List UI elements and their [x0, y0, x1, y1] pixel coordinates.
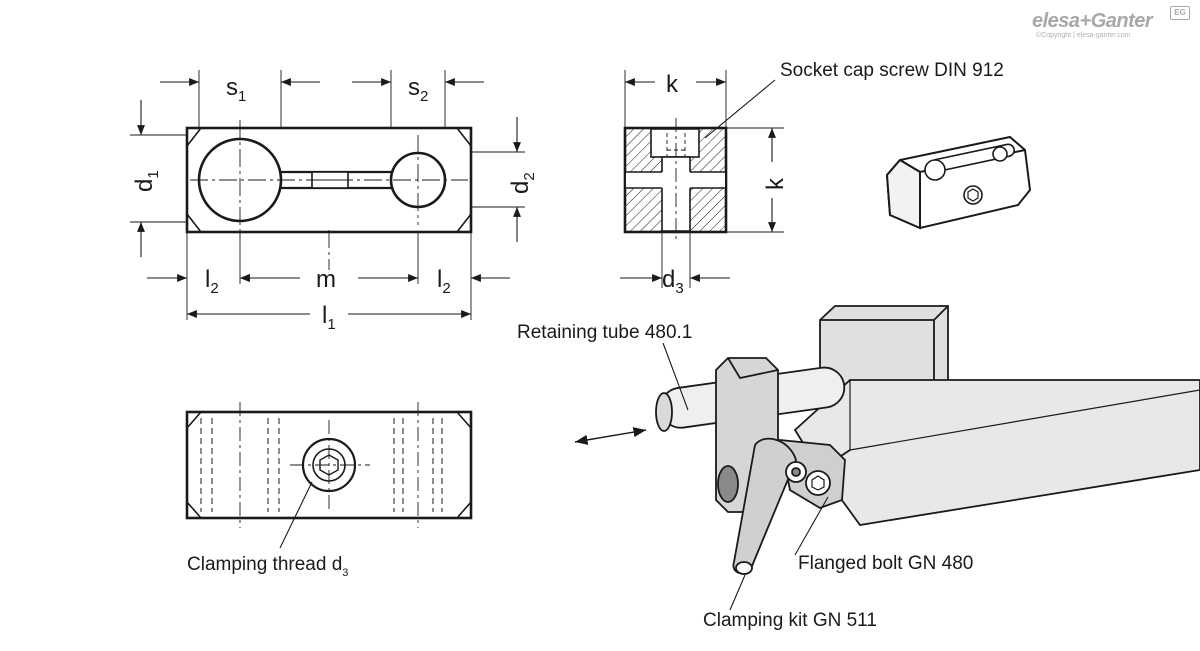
dim-l2-right: l2: [437, 266, 451, 297]
assembly-illustration: [574, 305, 1200, 611]
callout-clamping-thread: Clamping thread d3: [187, 554, 348, 579]
dim-l1: l1: [322, 302, 336, 333]
callout-flanged-bolt: Flanged bolt GN 480: [798, 553, 973, 574]
dim-d3: d3: [662, 266, 684, 297]
logo-badge: EG: [1170, 6, 1190, 20]
isometric-clamp: [885, 135, 1032, 230]
callout-clamping-kit: Clamping kit GN 511: [703, 610, 877, 631]
section-view: [620, 70, 784, 288]
brand-logo: elesa+Ganter EG ©Copyright | elesa-gante…: [1032, 6, 1192, 40]
top-view-outline: [185, 410, 473, 520]
front-view: [130, 70, 525, 320]
callout-retaining-tube: Retaining tube 480.1: [517, 322, 692, 343]
dim-d2: d2: [507, 172, 538, 194]
dim-k-side: k: [762, 177, 789, 190]
dim-s2: s2: [408, 74, 428, 105]
logo-wordmark: elesa+Ganter: [1032, 10, 1153, 32]
dim-s1: s1: [226, 74, 246, 105]
top-view: [185, 402, 473, 549]
callout-socket-cap-screw: Socket cap screw DIN 912: [780, 60, 1004, 81]
dimension-labels: s1 s2 d1 d2 l2 m l2 l1 k k d3: [131, 71, 789, 333]
dim-d1: d1: [131, 170, 162, 192]
dim-k-top: k: [666, 71, 679, 98]
logo-copyright: ©Copyright | elesa-ganter.com: [1036, 32, 1131, 39]
clamping-screw-hole: [301, 437, 357, 493]
dim-m: m: [316, 266, 336, 293]
dim-l2-left: l2: [205, 266, 219, 297]
callout-labels: Socket cap screw DIN 912 Retaining tube …: [187, 60, 1004, 631]
